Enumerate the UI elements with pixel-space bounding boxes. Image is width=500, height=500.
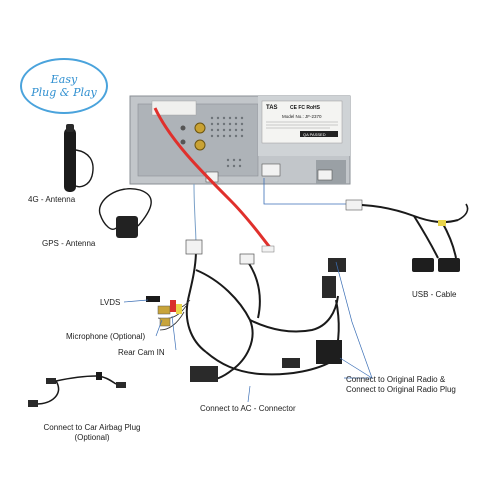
main-harness — [185, 249, 340, 381]
antenna-gps — [98, 188, 152, 238]
socket — [317, 169, 333, 181]
airbag-cable — [28, 372, 126, 407]
label-lvds: LVDS — [100, 298, 121, 307]
unit-sticker: TAS CE FC RoHS Model No.: JF-2370 QA PAS… — [261, 100, 343, 144]
socket — [261, 163, 281, 177]
usb-plug — [438, 258, 460, 272]
connector-port — [194, 122, 206, 134]
harness-connector — [322, 276, 336, 298]
harness-connector — [185, 239, 203, 255]
label-4g-antenna: 4G - Antenna — [28, 195, 76, 204]
small-plugs — [146, 296, 182, 327]
antenna-4g — [64, 124, 94, 192]
head-unit: TAS CE FC RoHS Model No.: JF-2370 QA PAS… — [129, 95, 351, 185]
label-airbag-line-2: (Optional) — [74, 433, 110, 442]
easy-plug-play-badge: Easy Plug & Play — [20, 58, 108, 114]
label-airbag-line-1: Connect to Car Airbag Plug — [43, 423, 141, 432]
unit-cert: CE FC RoHS — [290, 105, 321, 111]
harness-connector — [239, 253, 255, 265]
label-microphone: Microphone (Optional) — [66, 332, 146, 341]
label-ac-connector: Connect to AC - Connector — [200, 404, 296, 413]
label-usb-cable: USB - Cable — [412, 290, 457, 299]
unit-brand: TAS — [266, 105, 278, 111]
label-rear-cam: Rear Cam IN — [118, 348, 165, 357]
red-cable — [153, 107, 274, 251]
vent-holes — [210, 116, 244, 168]
connector-port — [194, 139, 206, 151]
label-radio-line-2: Connect to Original Radio Plug — [346, 385, 456, 394]
harness-connector — [316, 340, 342, 364]
leader-lines — [123, 261, 373, 403]
badge-line-2: Plug & Play — [31, 86, 97, 99]
label-gps-antenna: GPS - Antenna — [42, 239, 96, 248]
badge-line-1: Easy — [50, 73, 78, 86]
unit-passed: QA PASSED — [303, 132, 326, 137]
harness-connector — [190, 366, 218, 382]
harness-connector — [282, 358, 300, 368]
usb-plug — [412, 258, 434, 272]
usb-cable — [263, 178, 469, 272]
unit-model: Model No.: JF-2370 — [282, 114, 322, 119]
label-radio-line-1: Connect to Original Radio & — [346, 375, 446, 384]
